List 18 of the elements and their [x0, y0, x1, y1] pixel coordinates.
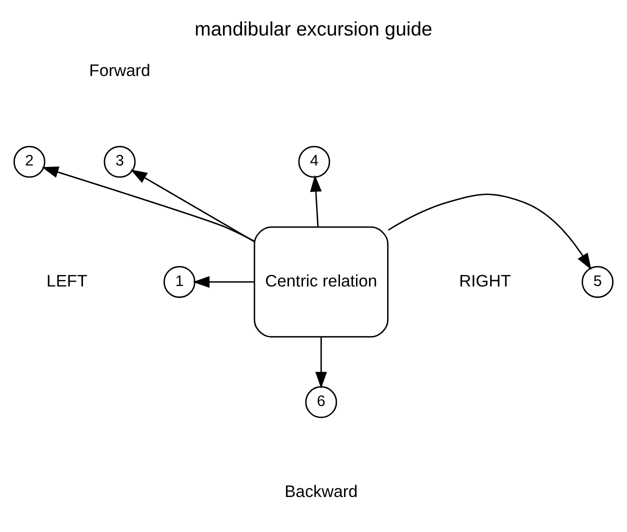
arrow — [315, 337, 327, 388]
arrow — [130, 170, 255, 242]
label: RIGHT — [459, 271, 511, 290]
label: Backward — [284, 482, 358, 501]
node-circle: 4 — [298, 146, 330, 178]
arrow — [310, 175, 322, 227]
node-circle: 1 — [163, 266, 196, 298]
node-circle: 5 — [582, 266, 614, 298]
node-box: Centric relation — [254, 226, 389, 338]
node-circle: 6 — [305, 386, 338, 418]
arrow — [192, 276, 254, 288]
arrow — [388, 194, 592, 270]
diagram-title: mandibular excursion guide — [194, 18, 432, 41]
node-circle: 2 — [13, 146, 46, 178]
label: LEFT — [46, 271, 88, 290]
label: Forward — [89, 60, 150, 80]
arrow — [42, 166, 255, 242]
node-circle: 3 — [104, 146, 136, 178]
